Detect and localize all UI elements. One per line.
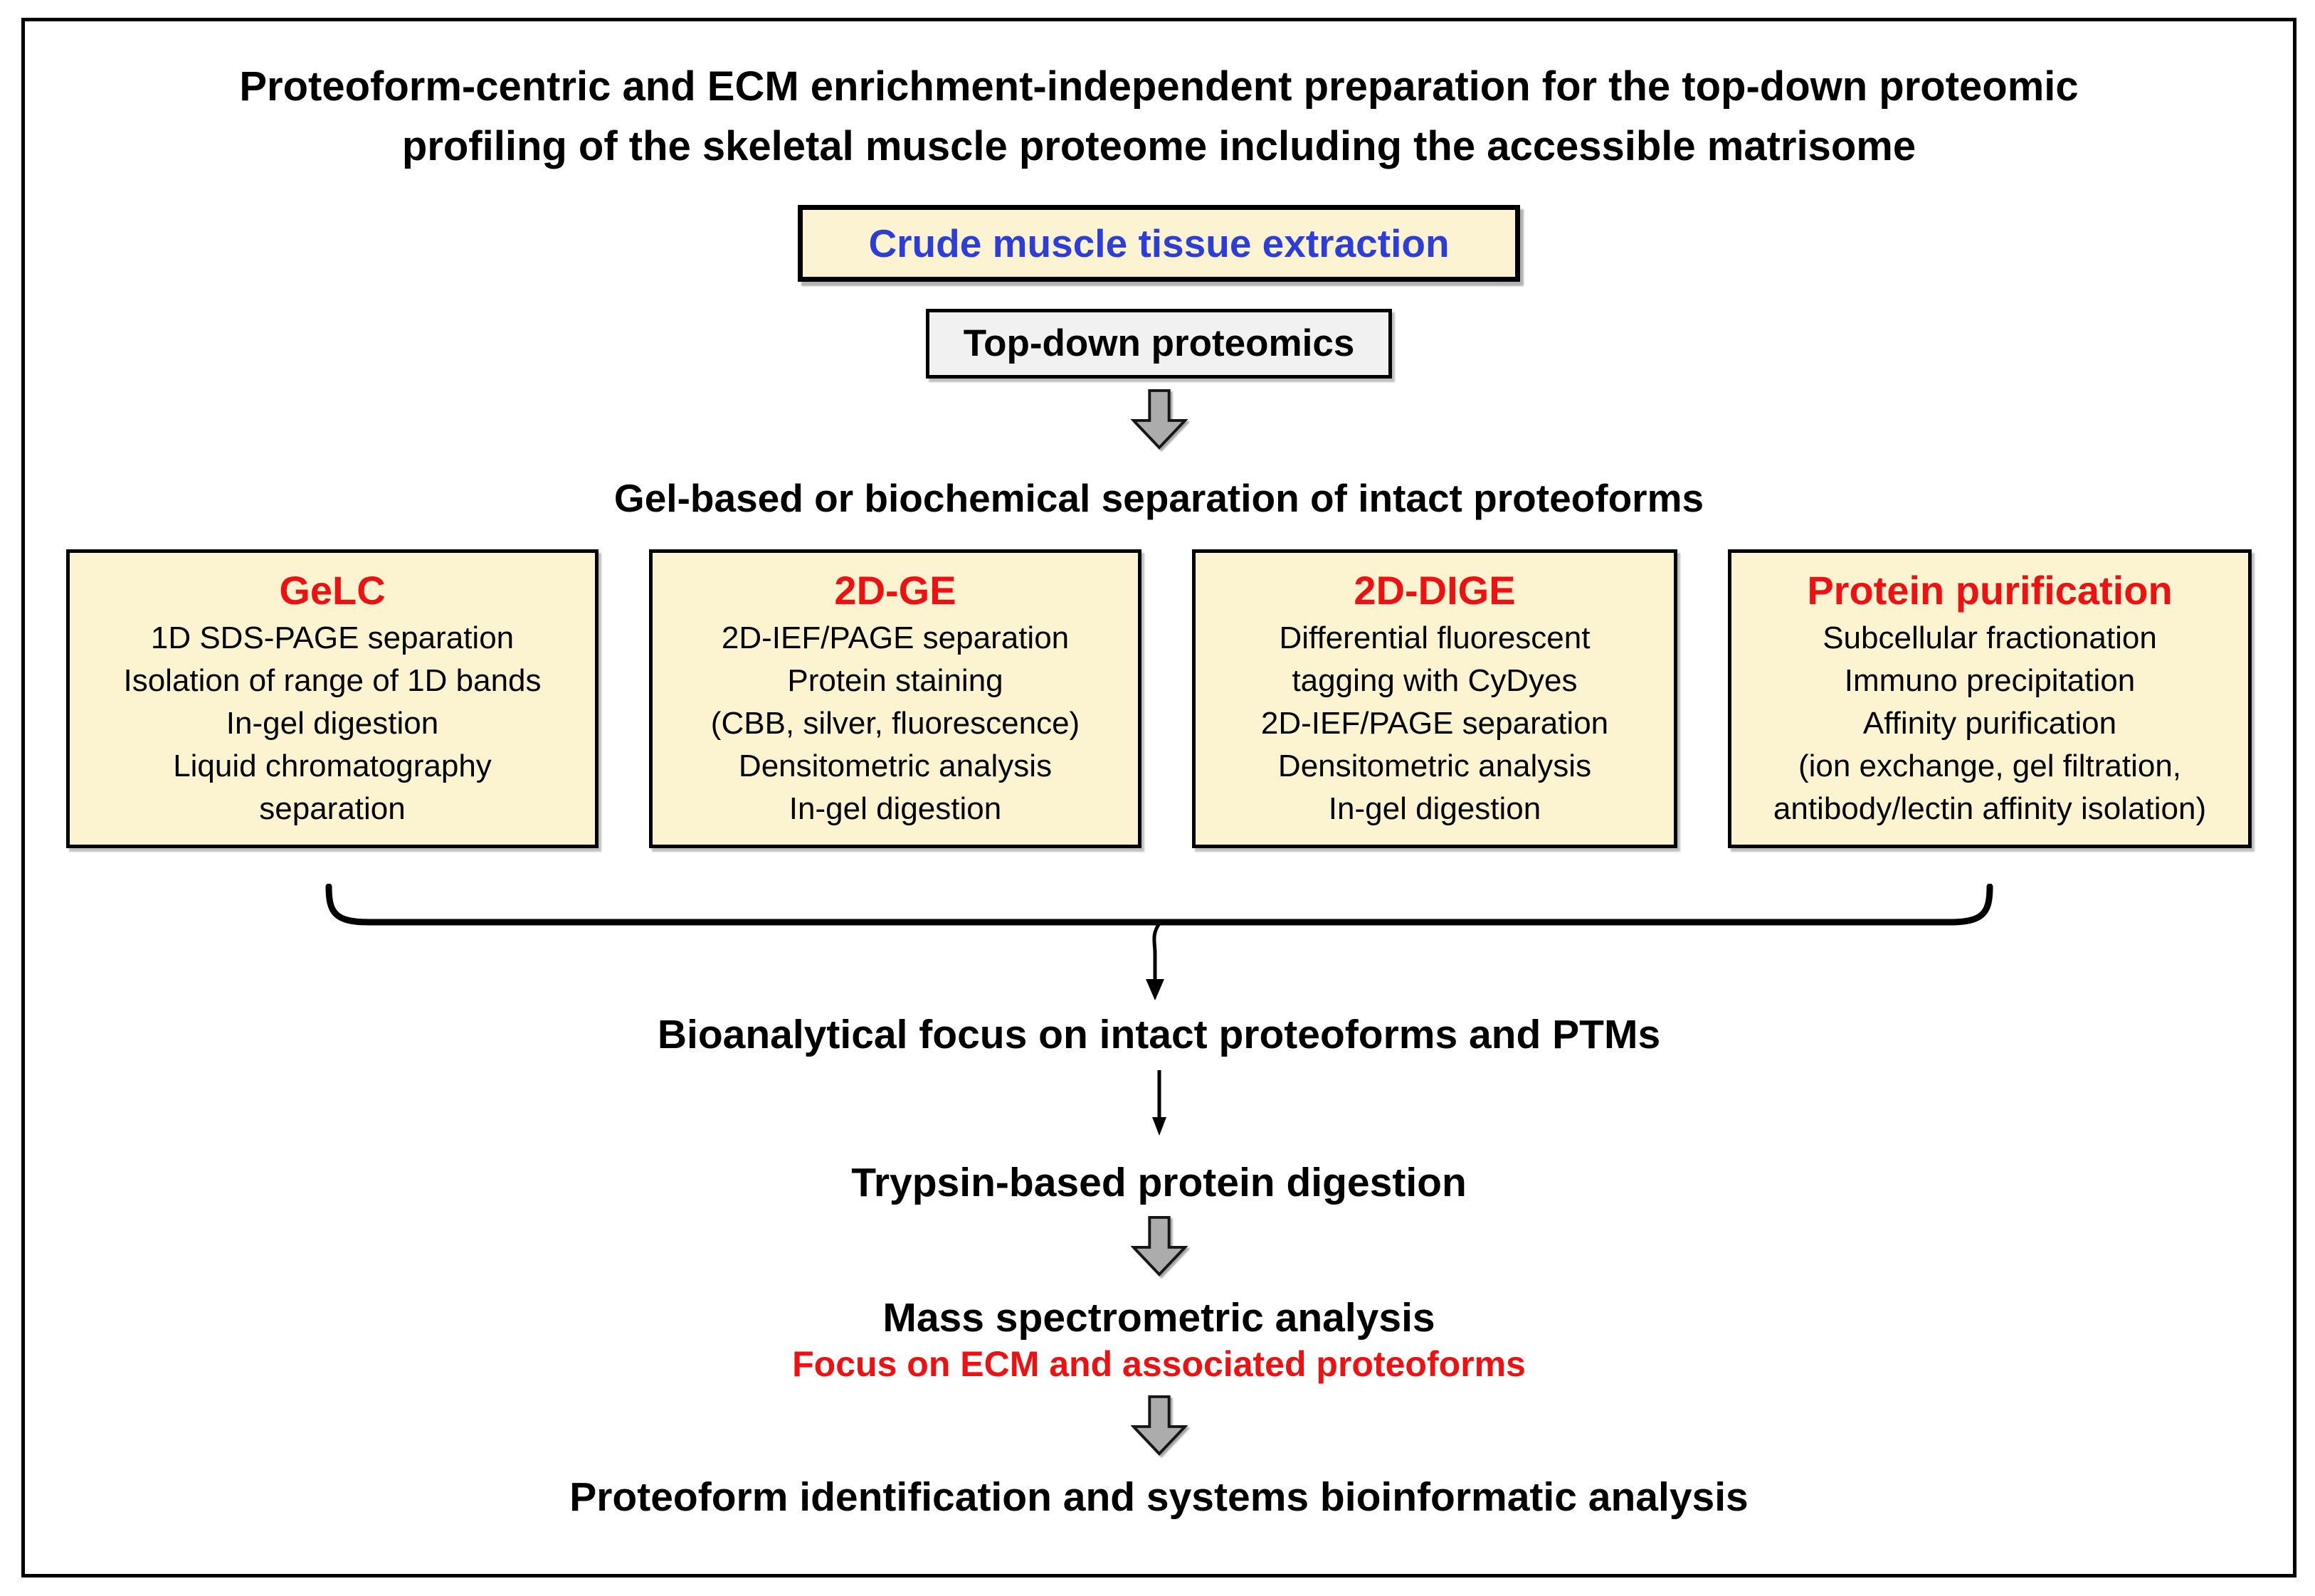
method-box-gelc: GeLC 1D SDS-PAGE separation Isolation of… [66, 549, 598, 848]
method-line: Densitometric analysis [738, 749, 1053, 783]
method-line: Subcellular fractionation [1823, 620, 2157, 655]
separation-heading: Gel-based or biochemical separation of i… [613, 476, 1704, 520]
figure-frame: Proteoform-centric and ECM enrichment-in… [21, 18, 2296, 1577]
method-line: Liquid chromatography [173, 749, 492, 783]
method-line: Densitometric analysis [1277, 749, 1592, 783]
method-line: tagging with CyDyes [1292, 663, 1578, 698]
crude-extraction-label: Crude muscle tissue extraction [868, 221, 1450, 265]
method-line: Isolation of range of 1D bands [123, 663, 542, 698]
method-line: In-gel digestion [789, 791, 1002, 826]
block-arrow-down-icon [1130, 389, 1188, 450]
top-down-proteomics-box: Top-down proteomics [925, 309, 1393, 379]
block-arrow-down-icon [1130, 1215, 1188, 1277]
method-line: Affinity purification [1862, 706, 2117, 741]
top-down-proteomics-label: Top-down proteomics [963, 322, 1355, 364]
method-line: (ion exchange, gel filtration, [1798, 749, 2182, 783]
figure-title-line-2: profiling of the skeletal muscle proteom… [401, 123, 1916, 169]
method-line: 1D SDS-PAGE separation [150, 620, 515, 655]
method-line: antibody/lectin affinity isolation) [1773, 791, 2207, 826]
method-title: 2D-DIGE [1354, 568, 1516, 613]
figure-title-line-1: Proteoform-centric and ECM enrichment-in… [239, 63, 2079, 110]
method-line: Immuno precipitation [1844, 663, 2136, 698]
method-box-2d-dige: 2D-DIGE Differential fluorescent tagging… [1192, 549, 1677, 848]
method-line: Protein staining [787, 663, 1003, 698]
trypsin-heading: Trypsin-based protein digestion [851, 1160, 1467, 1205]
method-line: 2D-IEF/PAGE separation [1260, 706, 1609, 741]
bioanalytical-heading: Bioanalytical focus on intact proteoform… [657, 1012, 1661, 1057]
merge-bracket-arrow-icon [325, 884, 1993, 1000]
method-line: (CBB, silver, fluorescence) [710, 706, 1080, 741]
block-arrow-down-icon [1130, 1395, 1188, 1456]
method-title: Protein purification [1807, 568, 2173, 613]
method-title: GeLC [279, 568, 386, 613]
method-title: 2D-GE [834, 568, 956, 613]
arrow-down-icon [1151, 1070, 1166, 1136]
crude-extraction-box: Crude muscle tissue extraction [798, 205, 1520, 282]
mass-spec-heading: Mass spectrometric analysis [882, 1295, 1435, 1341]
method-line: separation [259, 791, 406, 826]
method-boxes-row: GeLC 1D SDS-PAGE separation Isolation of… [25, 549, 2293, 848]
ecm-focus-subheading: Focus on ECM and associated proteoforms [792, 1344, 1526, 1384]
method-box-protein-purification: Protein purification Subcellular fractio… [1728, 549, 2252, 848]
method-line: In-gel digestion [226, 706, 439, 741]
final-heading: Proteoform identification and systems bi… [569, 1474, 1749, 1520]
method-box-2d-ge: 2D-GE 2D-IEF/PAGE separation Protein sta… [649, 549, 1141, 848]
method-line: 2D-IEF/PAGE separation [721, 620, 1070, 655]
method-line: Differential fluorescent [1279, 620, 1591, 655]
method-line: In-gel digestion [1328, 791, 1541, 826]
